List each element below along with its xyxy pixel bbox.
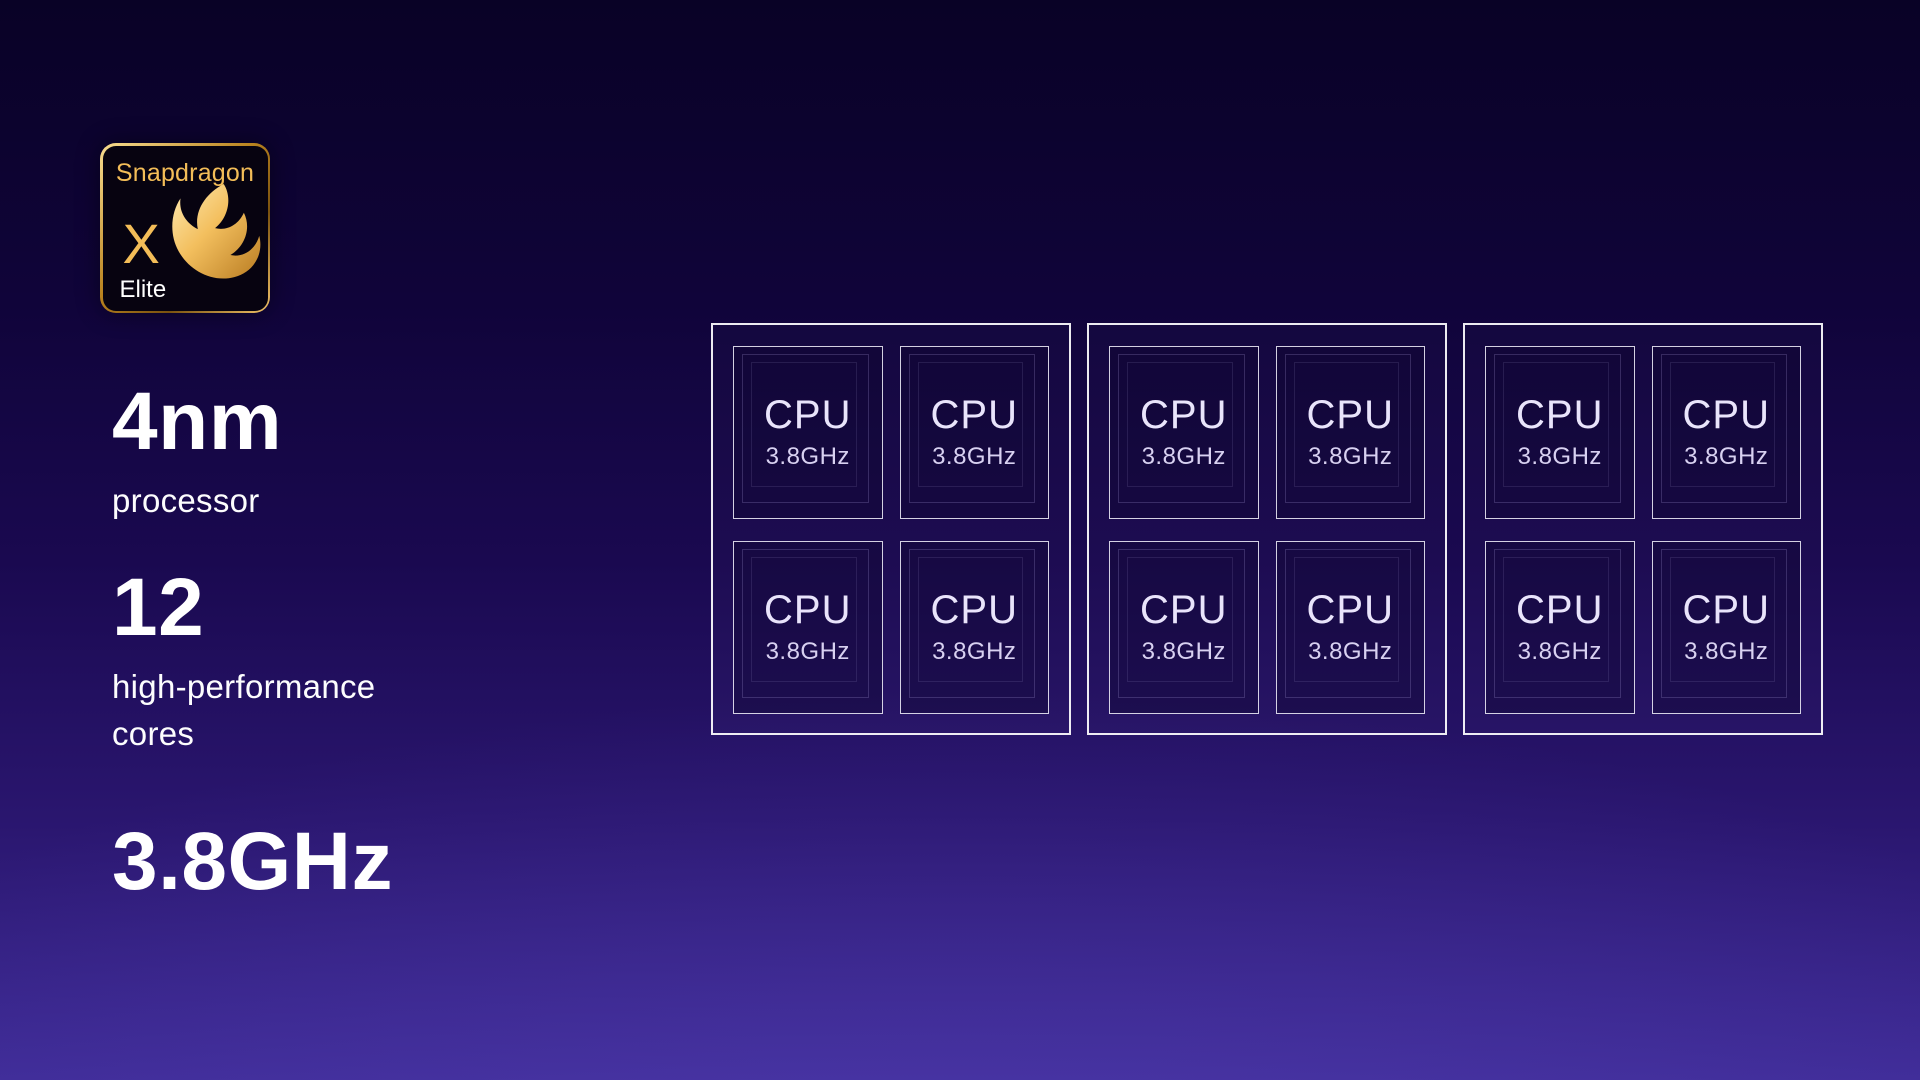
- cpu-core-label: CPU: [930, 587, 1018, 632]
- snapdragon-flame-icon: [171, 183, 260, 279]
- cpu-core-clock: 3.8GHz: [1684, 442, 1769, 470]
- spec-process-node-value: 4nm: [112, 376, 283, 467]
- cpu-core-tile: CPU 3.8GHz: [1275, 346, 1425, 519]
- cpu-core-clock: 3.8GHz: [1517, 637, 1602, 665]
- spec-core-count-value: 12: [112, 562, 205, 654]
- spec-clock-speed-value: 3.8GHz: [112, 815, 393, 907]
- spec-core-count-label-line1: high-performance: [112, 668, 376, 706]
- cpu-core-label: CPU: [1140, 392, 1228, 437]
- cpu-core-tile: CPU 3.8GHz: [899, 541, 1049, 714]
- cpu-core-label: CPU: [1306, 392, 1394, 437]
- spec-clock-speed: 3.8GHz: [112, 820, 542, 904]
- cpu-core-label: CPU: [1682, 392, 1770, 437]
- snapdragon-brand-label: Snapdragon: [115, 158, 255, 187]
- cpu-core-label: CPU: [1516, 392, 1604, 437]
- snapdragon-logo-badge: Snapdragon X Elite: [100, 143, 270, 313]
- cpu-core-clock: 3.8GHz: [932, 442, 1017, 470]
- cpu-core-label: CPU: [1306, 587, 1394, 632]
- cpu-core-tile: CPU 3.8GHz: [733, 346, 883, 519]
- cpu-core-tile: CPU 3.8GHz: [1275, 541, 1425, 714]
- cpu-core-tile: CPU 3.8GHz: [1485, 541, 1635, 714]
- cpu-core-clock: 3.8GHz: [1308, 442, 1393, 470]
- spec-column: 4nm processor 12 high-performance cores …: [112, 380, 542, 903]
- snapdragon-series-label: X: [122, 211, 160, 275]
- cpu-core-clock: 3.8GHz: [765, 442, 850, 470]
- cpu-core-tile: CPU 3.8GHz: [1651, 541, 1801, 714]
- cpu-core-label: CPU: [1516, 587, 1604, 632]
- snapdragon-logo-inner: Snapdragon X Elite: [102, 145, 268, 311]
- snapdragon-tier-label: Elite: [119, 275, 167, 303]
- spec-process-node-label: processor: [112, 481, 260, 519]
- cpu-core-clock: 3.8GHz: [1141, 442, 1226, 470]
- cpu-core-label: CPU: [930, 392, 1018, 437]
- cpu-core-clock: 3.8GHz: [932, 637, 1017, 665]
- cpu-core-clock: 3.8GHz: [1517, 442, 1602, 470]
- spec-process-node: 4nm processor: [112, 380, 542, 524]
- cpu-core-clock: 3.8GHz: [765, 637, 850, 665]
- cpu-core-label: CPU: [1140, 587, 1228, 632]
- cpu-core-clock: 3.8GHz: [1308, 637, 1393, 665]
- cpu-core-tile: CPU 3.8GHz: [1485, 346, 1635, 519]
- cpu-core-tile: CPU 3.8GHz: [1109, 346, 1259, 519]
- cpu-core-label: CPU: [764, 587, 852, 632]
- cpu-core-label: CPU: [764, 392, 852, 437]
- spec-core-count: 12 high-performance cores: [112, 566, 542, 757]
- cpu-core-clock: 3.8GHz: [1141, 637, 1226, 665]
- spec-core-count-label-line2: cores: [112, 714, 195, 752]
- spec-core-count-label: high-performance cores: [112, 664, 542, 758]
- cpu-core-label: CPU: [1682, 587, 1770, 632]
- cpu-core-tile: CPU 3.8GHz: [899, 346, 1049, 519]
- cpu-core-tile: CPU 3.8GHz: [733, 541, 883, 714]
- cpu-core-tile: CPU 3.8GHz: [1109, 541, 1259, 714]
- cpu-core-tile: CPU 3.8GHz: [1651, 346, 1801, 519]
- cpu-core-clock: 3.8GHz: [1684, 637, 1769, 665]
